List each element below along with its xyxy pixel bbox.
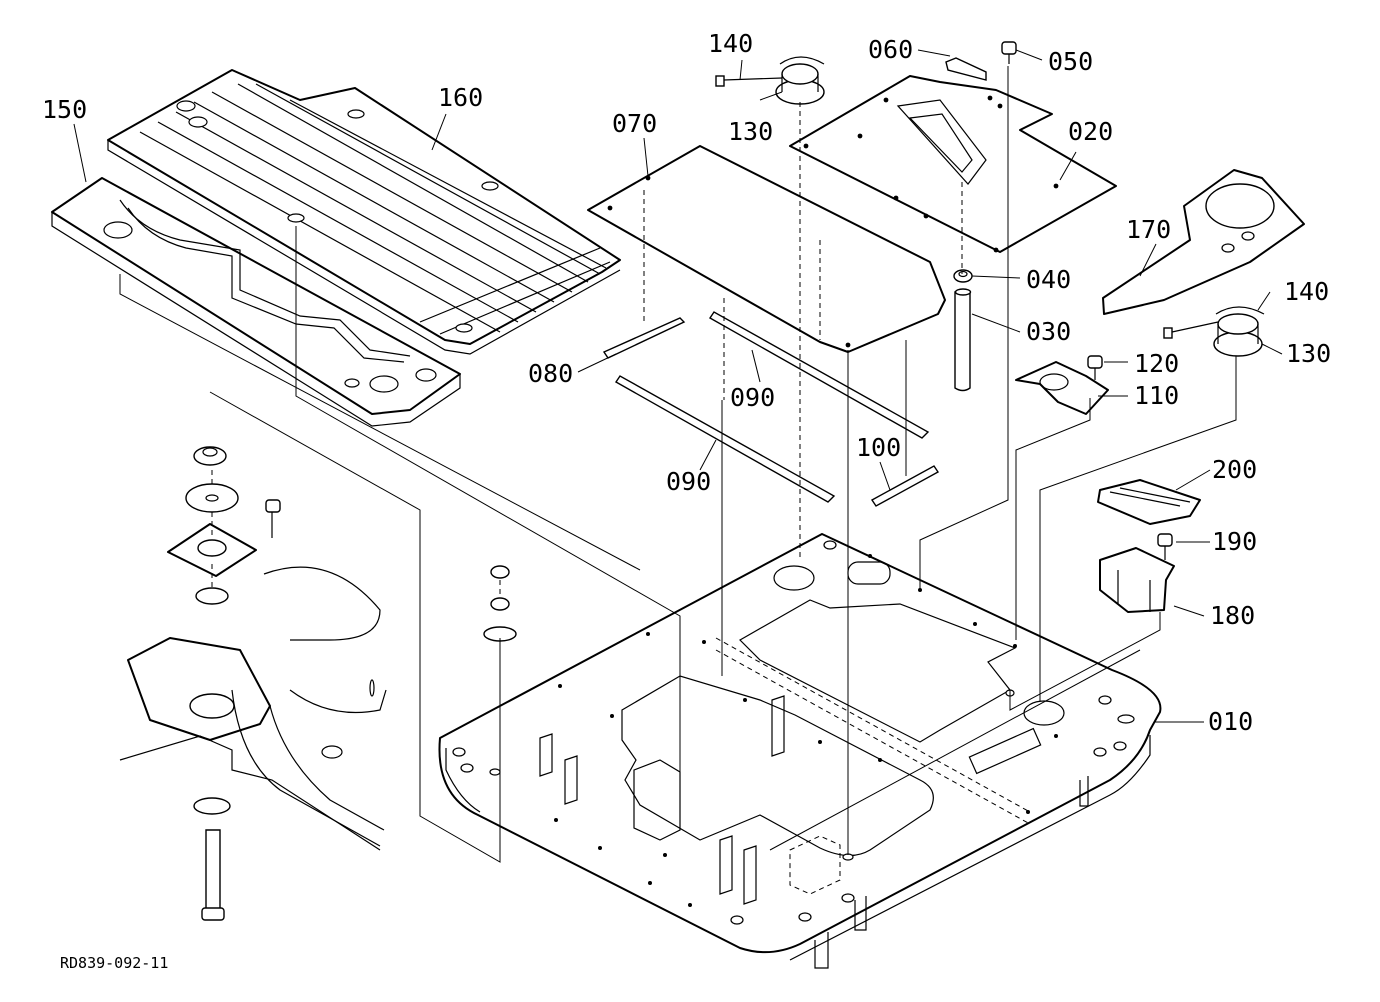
callout-050: 050: [1048, 47, 1093, 76]
clip-060[interactable]: [945, 57, 987, 81]
pedal-200[interactable]: [1097, 479, 1201, 525]
callout-110: 110: [1134, 381, 1179, 410]
bracket-180[interactable]: [1099, 547, 1175, 613]
bolt-050[interactable]: [1001, 41, 1017, 64]
callout-labels: 010 020 030 040 050 060 070 080 090 090 …: [42, 29, 1331, 736]
drawing-code: RD839-092-11: [60, 954, 168, 972]
callout-130-upper: 130: [728, 117, 773, 146]
washer-stack-center[interactable]: [483, 565, 517, 642]
pipe-030[interactable]: [954, 288, 972, 392]
callout-190: 190: [1212, 527, 1257, 556]
grommet-130-upper[interactable]: [775, 63, 825, 105]
callout-060: 060: [868, 35, 913, 64]
strip-090-lower[interactable]: [614, 375, 836, 503]
callout-180: 180: [1210, 601, 1255, 630]
callout-150: 150: [42, 95, 87, 124]
strip-090-upper[interactable]: [708, 311, 930, 439]
callout-070: 070: [612, 109, 657, 138]
callout-020: 020: [1068, 117, 1113, 146]
callout-080: 080: [528, 359, 573, 388]
mount-assembly-left[interactable]: [119, 446, 387, 921]
callout-100: 100: [856, 433, 901, 462]
leader-lines: [73, 49, 1283, 723]
callout-200: 200: [1212, 455, 1257, 484]
nut-040[interactable]: [953, 269, 973, 283]
plate-110[interactable]: [1015, 361, 1109, 415]
callout-130-lower: 130: [1286, 339, 1331, 368]
callout-160: 160: [438, 83, 483, 112]
floor-plate-010[interactable]: [438, 533, 1162, 969]
floor-mat-150[interactable]: [51, 177, 461, 427]
strip-100[interactable]: [870, 465, 940, 507]
callout-090-lower: 090: [666, 467, 711, 496]
callout-030: 030: [1026, 317, 1071, 346]
callout-040: 040: [1026, 265, 1071, 294]
callout-090-upper: 090: [730, 383, 775, 412]
spring-140-upper[interactable]: [715, 56, 825, 87]
callout-140-lower: 140: [1284, 277, 1329, 306]
assembly-lines: [119, 66, 1237, 863]
grommet-130-lower[interactable]: [1213, 313, 1263, 357]
spring-140-lower[interactable]: [1163, 306, 1265, 339]
strip-080[interactable]: [602, 317, 686, 359]
cover-020[interactable]: [789, 75, 1117, 253]
callout-140-upper: 140: [708, 29, 753, 58]
bolt-190[interactable]: [1157, 533, 1173, 560]
floor-mat-160[interactable]: [107, 69, 621, 355]
callout-170: 170: [1126, 215, 1171, 244]
callout-120: 120: [1134, 349, 1179, 378]
cover-plate-070[interactable]: [587, 145, 946, 353]
callout-010: 010: [1208, 707, 1253, 736]
side-cover-170[interactable]: [1102, 169, 1305, 315]
bolt-120[interactable]: [1087, 355, 1103, 380]
